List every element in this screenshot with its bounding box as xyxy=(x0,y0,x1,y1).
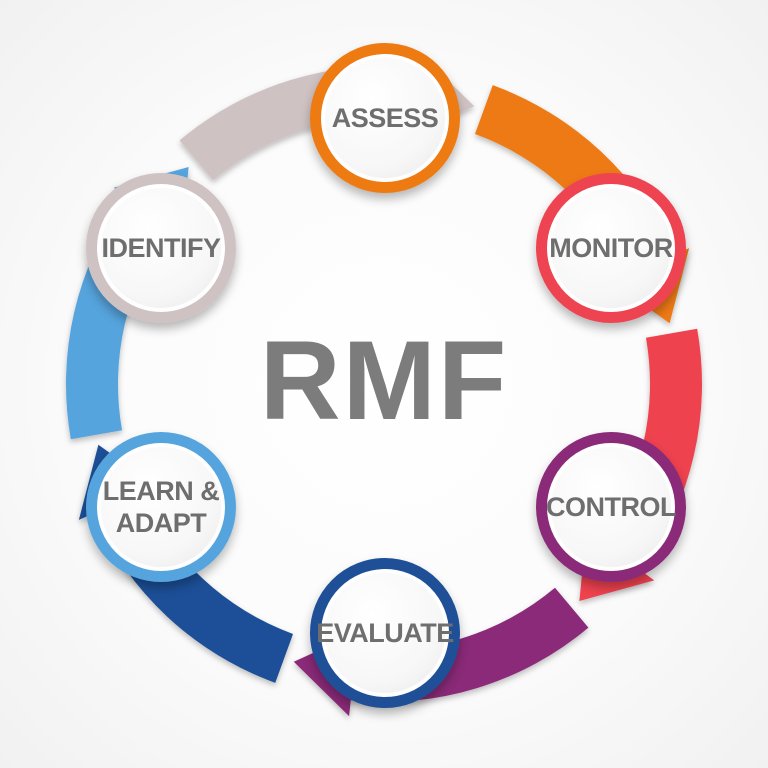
stage-monitor: MONITOR xyxy=(536,173,686,323)
stage-monitor-label: MONITOR xyxy=(549,232,673,263)
center-title: RMF xyxy=(259,317,509,443)
stage-control-label: CONTROL xyxy=(546,491,676,522)
stage-identify: IDENTIFY xyxy=(86,173,236,323)
stage-assess: ASSESS xyxy=(310,43,460,193)
stage-identify-label: IDENTIFY xyxy=(101,232,221,263)
stage-control: CONTROL xyxy=(536,432,686,582)
stage-assess-label: ASSESS xyxy=(331,102,439,133)
stage-evaluate-label: EVALUATE xyxy=(316,617,454,648)
stage-learn-adapt: LEARN & ADAPT xyxy=(86,432,236,582)
stage-learn-adapt-label: LEARN & ADAPT xyxy=(102,475,220,538)
stage-evaluate: EVALUATE xyxy=(310,558,460,708)
